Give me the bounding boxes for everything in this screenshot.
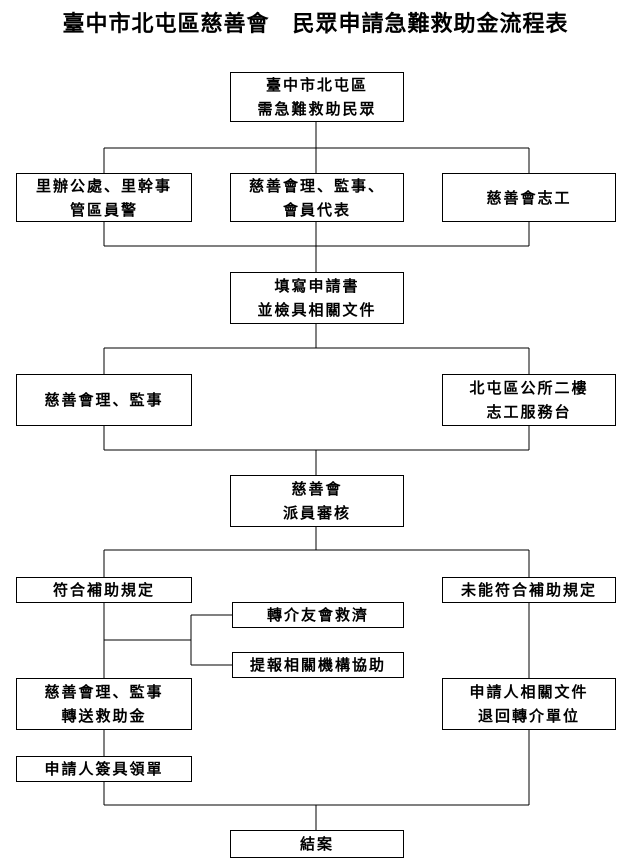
fill-form-line-1: 填寫申請書 [274, 277, 360, 295]
return-docs-line-1: 申請人相關文件 [469, 683, 589, 701]
sign-receipt-box: 申請人簽具領單 [16, 756, 192, 782]
return-docs-box: 申請人相關文件 退回轉介單位 [442, 678, 616, 730]
review-line-1: 慈善會 [291, 480, 343, 498]
ineligible-line-1: 未能符合補助規定 [460, 581, 597, 599]
sign-receipt-line-1: 申請人簽具領單 [44, 760, 164, 778]
district-office-line-1: 北屯區公所二樓 [469, 379, 589, 397]
fill-form-box: 填寫申請書 並檢具相關文件 [230, 272, 404, 324]
li-office-line-1: 里辦公處、里幹事 [35, 176, 172, 195]
eligible-line-1: 符合補助規定 [52, 581, 155, 599]
volunteers-box: 慈善會志工 [442, 173, 616, 222]
deliver-line-2: 轉送救助金 [61, 707, 147, 725]
close-case-box: 結案 [230, 830, 404, 858]
eligible-box: 符合補助規定 [16, 577, 192, 603]
charity-directors-box: 慈善會理、監事、 會員代表 [230, 173, 404, 222]
page-title: 臺中市北屯區慈善會 民眾申請急難救助金流程表 [62, 11, 569, 37]
li-office-box: 里辦公處、里幹事 管區員警 [16, 173, 192, 222]
charity-directors-line-1: 慈善會理、監事、 [248, 176, 385, 195]
close-case-line-1: 結案 [299, 835, 334, 853]
report-agency-line-1: 提報相關機構協助 [249, 656, 386, 674]
charity-directors-line-2: 會員代表 [282, 200, 351, 219]
directors-box: 慈善會理、監事 [16, 374, 192, 426]
directors-line-1: 慈善會理、監事 [44, 391, 164, 409]
report-agency-box: 提報相關機構協助 [232, 652, 404, 678]
deliver-box: 慈善會理、監事 轉送救助金 [16, 678, 192, 730]
refer-friend-box: 轉介友會救濟 [232, 602, 404, 628]
start-box-line-2: 需急難救助民眾 [257, 100, 377, 118]
start-box-line-1: 臺中市北屯區 [265, 76, 368, 94]
district-office-box: 北屯區公所二樓 志工服務台 [442, 374, 616, 426]
review-line-2: 派員審核 [282, 504, 351, 522]
fill-form-line-2: 並檢具相關文件 [257, 301, 377, 319]
district-office-line-2: 志工服務台 [486, 403, 572, 421]
volunteers-line-1: 慈善會志工 [486, 188, 572, 207]
refer-friend-line-1: 轉介友會救濟 [266, 606, 369, 624]
ineligible-box: 未能符合補助規定 [442, 577, 616, 603]
review-box: 慈善會 派員審核 [230, 475, 404, 527]
li-office-line-2: 管區員警 [69, 200, 138, 219]
start-box: 臺中市北屯區 需急難救助民眾 [230, 72, 404, 122]
return-docs-line-2: 退回轉介單位 [477, 707, 580, 725]
deliver-line-1: 慈善會理、監事 [44, 683, 164, 701]
